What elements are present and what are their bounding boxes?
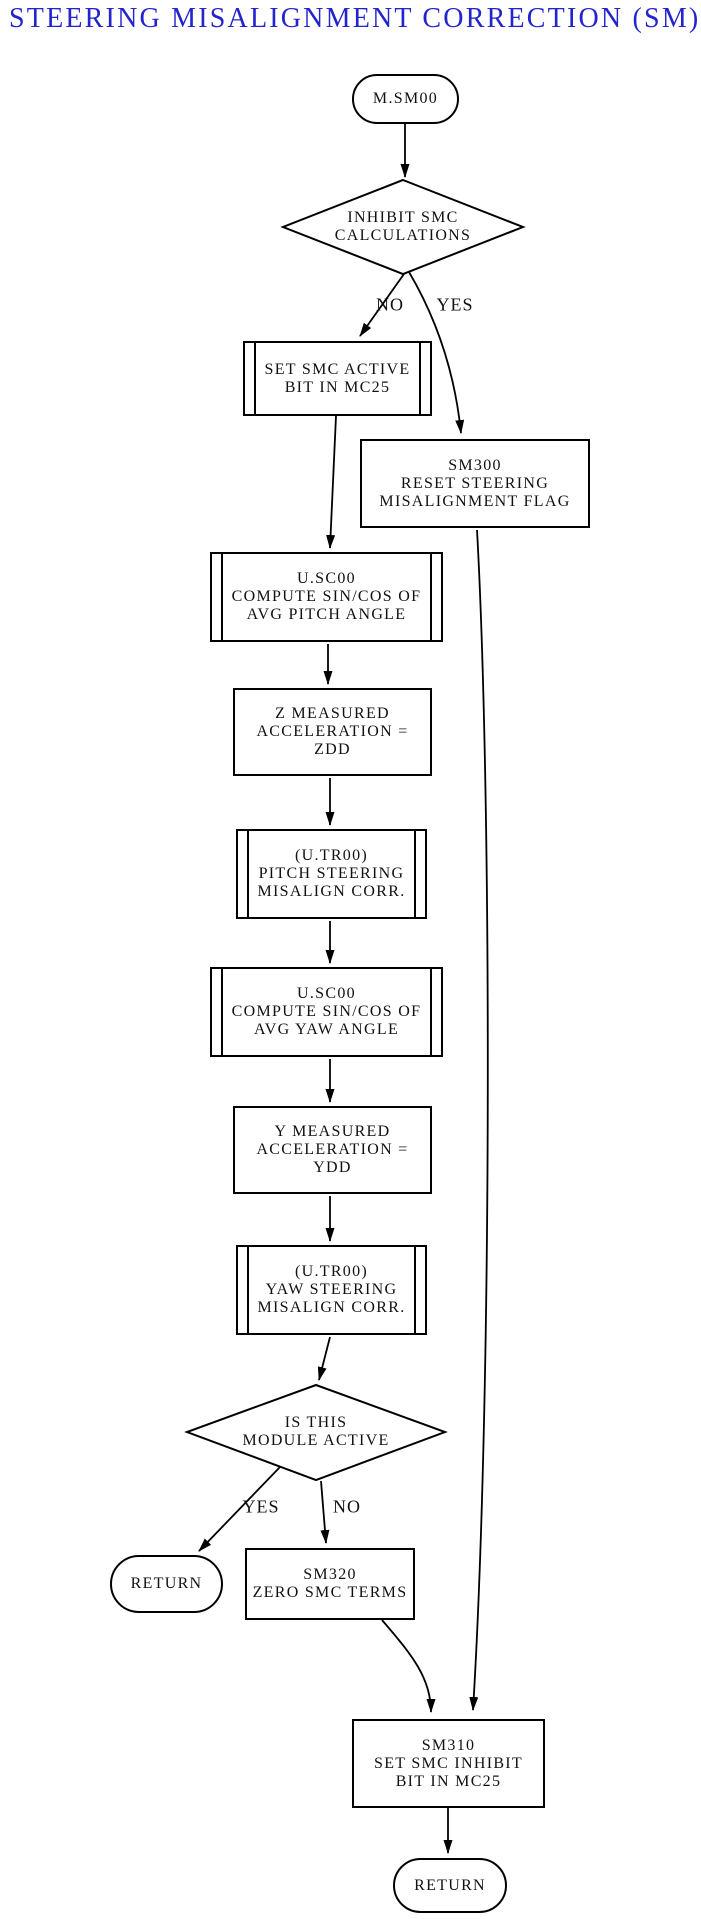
edge-sm320-to-sm310 bbox=[381, 1619, 436, 1713]
module-active-decision-text: IS THIS MODULE ACTIVE bbox=[187, 1405, 445, 1459]
page-title: STEERING MISALIGNMENT CORRECTION (SM) bbox=[9, 3, 701, 34]
sm310-line1: SM310 bbox=[421, 1736, 476, 1754]
utr00-yaw-line2: YAW STEERING bbox=[265, 1281, 398, 1298]
sm310-line3: BIT IN MC25 bbox=[395, 1772, 502, 1790]
sm300-line1: SM300 bbox=[448, 456, 502, 474]
usc00-pitch-line3: AVG PITCH ANGLE bbox=[246, 606, 407, 623]
sm310-set-inhibit-box: SM310 SET SMC INHIBIT BIT IN MC25 bbox=[352, 1719, 545, 1808]
set-active-line1: SET SMC ACTIVE bbox=[264, 360, 411, 378]
sm320-line1: SM320 bbox=[303, 1566, 357, 1583]
edge-active-no bbox=[320, 1480, 330, 1544]
usc00-yaw-line2: COMPUTE SIN/COS OF bbox=[231, 1003, 422, 1020]
edge-inhibit-yes bbox=[408, 271, 465, 434]
module-active-decision-diamond bbox=[184, 1383, 448, 1482]
start-label: M.SM00 bbox=[372, 90, 439, 107]
sm320-zero-terms-box: SM320 ZERO SMC TERMS bbox=[245, 1548, 415, 1620]
inhibit-smc-decision-text: INHIBIT SMC CALCULATIONS bbox=[283, 200, 523, 254]
inhibit-line2: CALCULATIONS bbox=[334, 227, 472, 244]
sm320-line2: ZERO SMC TERMS bbox=[252, 1584, 408, 1601]
usc00-pitch-line2: COMPUTE SIN/COS OF bbox=[231, 588, 422, 605]
usc00-pitch-subroutine-box: U.SC00 COMPUTE SIN/COS OF AVG PITCH ANGL… bbox=[210, 552, 443, 642]
set-smc-active-box: SET SMC ACTIVE BIT IN MC25 bbox=[243, 341, 432, 416]
y-measured-line1: Y MEASURED bbox=[274, 1123, 391, 1140]
active-line1: IS THIS bbox=[284, 1414, 348, 1431]
edge-active-yes bbox=[198, 1466, 281, 1552]
utr00-yaw-line3: MISALIGN CORR. bbox=[257, 1299, 406, 1316]
z-measured-line3: ZDD bbox=[314, 741, 351, 758]
edge-sm300-to-sm310 bbox=[469, 529, 489, 1711]
active-yes-label: YES bbox=[242, 1496, 280, 1517]
utr00-pitch-subroutine-box: (U.TR00) PITCH STEERING MISALIGN CORR. bbox=[236, 829, 427, 919]
set-active-line2: BIT IN MC25 bbox=[284, 378, 391, 396]
edge-utr00yaw-to-active bbox=[317, 1336, 331, 1381]
usc00-yaw-line1: U.SC00 bbox=[297, 985, 356, 1002]
y-measured-line3: YDD bbox=[313, 1159, 352, 1176]
edge-setactive-to-usc00pitch bbox=[326, 415, 337, 549]
sm310-line2: SET SMC INHIBIT bbox=[374, 1754, 523, 1772]
sm300-line2: RESET STEERING bbox=[400, 474, 550, 492]
return-end-label: RETURN bbox=[414, 1876, 486, 1894]
z-measured-line1: Z MEASURED bbox=[275, 705, 390, 722]
return-yes-label: RETURN bbox=[130, 1575, 203, 1592]
sm300-reset-flag-box: SM300 RESET STEERING MISALIGNMENT FLAG bbox=[360, 439, 590, 528]
inhibit-line1: INHIBIT SMC bbox=[347, 209, 459, 226]
active-line2: MODULE ACTIVE bbox=[242, 1432, 390, 1449]
edge-inhibit-no bbox=[359, 273, 405, 337]
inhibit-yes-label: YES bbox=[436, 294, 474, 315]
usc00-yaw-subroutine-box: U.SC00 COMPUTE SIN/COS OF AVG YAW ANGLE bbox=[210, 967, 443, 1057]
active-no-label: NO bbox=[333, 1496, 361, 1517]
usc00-pitch-line1: U.SC00 bbox=[297, 570, 356, 587]
y-measured-line2: ACCELERATION = bbox=[256, 1141, 409, 1158]
return-terminal-yes: RETURN bbox=[110, 1555, 223, 1613]
z-measured-box: Z MEASURED ACCELERATION = ZDD bbox=[233, 688, 432, 776]
inhibit-no-label: NO bbox=[376, 294, 404, 315]
utr00-pitch-line3: MISALIGN CORR. bbox=[257, 883, 406, 900]
utr00-pitch-line2: PITCH STEERING bbox=[258, 865, 405, 882]
utr00-pitch-line1: (U.TR00) bbox=[294, 847, 369, 864]
return-terminal-end: RETURN bbox=[393, 1858, 507, 1913]
y-measured-box: Y MEASURED ACCELERATION = YDD bbox=[233, 1106, 432, 1194]
start-terminal: M.SM00 bbox=[352, 74, 459, 124]
utr00-yaw-line1: (U.TR00) bbox=[294, 1263, 369, 1280]
utr00-yaw-subroutine-box: (U.TR00) YAW STEERING MISALIGN CORR. bbox=[236, 1245, 427, 1335]
z-measured-line2: ACCELERATION = bbox=[256, 723, 409, 740]
sm300-line3: MISALIGNMENT FLAG bbox=[379, 492, 571, 510]
usc00-yaw-line3: AVG YAW ANGLE bbox=[253, 1021, 400, 1038]
